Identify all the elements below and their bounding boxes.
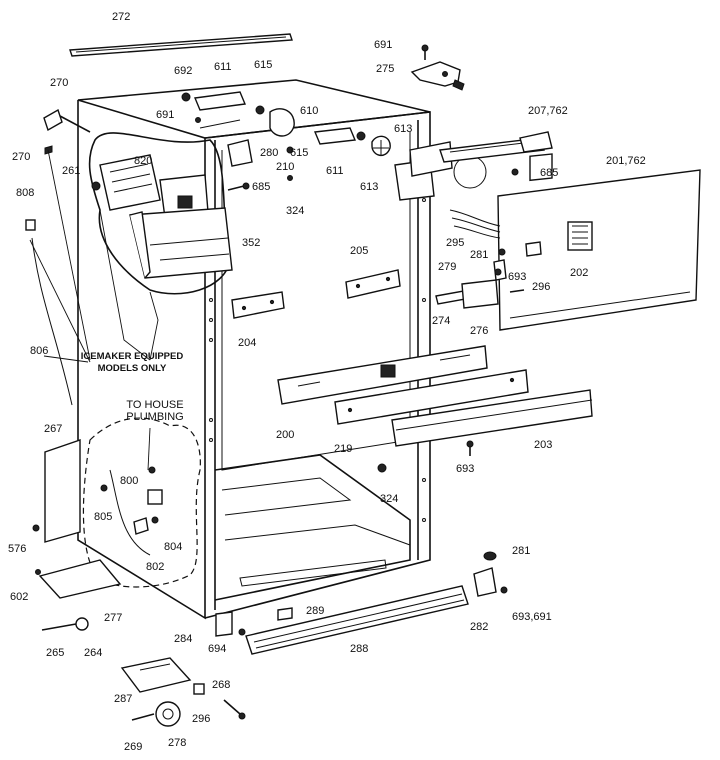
part-label: 693 bbox=[456, 463, 474, 475]
part-label: 802 bbox=[146, 561, 164, 573]
part-label: 804 bbox=[164, 541, 182, 553]
part-label: 280 bbox=[260, 147, 278, 159]
part-label: 277 bbox=[104, 612, 122, 624]
part-label: 219 bbox=[334, 443, 352, 455]
part-label: 613 bbox=[394, 123, 412, 135]
part-label: 610 bbox=[300, 105, 318, 117]
part-label: 281 bbox=[470, 249, 488, 261]
bracket-204 bbox=[231, 291, 285, 319]
part-label: 202 bbox=[570, 267, 588, 279]
part-label: 267 bbox=[44, 423, 62, 435]
top-strip-272 bbox=[69, 33, 293, 57]
part-label: 281 bbox=[512, 545, 530, 557]
note-leaders bbox=[29, 149, 159, 471]
part-label: 288 bbox=[350, 643, 368, 655]
part-label: 201,762 bbox=[606, 155, 646, 167]
part-label: 203 bbox=[534, 439, 552, 451]
part-label: 278 bbox=[168, 737, 186, 749]
part-label: 200 bbox=[276, 429, 294, 441]
icemaker-note-line1: ICEMAKER EQUIPPED bbox=[81, 351, 184, 362]
part-label: 806 bbox=[30, 345, 48, 357]
part-label: 611 bbox=[326, 165, 344, 177]
part-label: 693 bbox=[508, 271, 526, 283]
plumbing-detail bbox=[82, 417, 201, 588]
part-label: 261 bbox=[62, 165, 80, 177]
part-label: 270 bbox=[12, 151, 30, 163]
part-label: 282 bbox=[470, 621, 488, 633]
part-label: 805 bbox=[94, 511, 112, 523]
part-label: 602 bbox=[10, 591, 28, 603]
left-side-parts bbox=[25, 108, 122, 631]
rail-203 bbox=[391, 389, 593, 447]
icemaker-note-line2: MODELS ONLY bbox=[98, 363, 167, 374]
rail-219 bbox=[334, 369, 529, 425]
part-label: 615 bbox=[290, 147, 308, 159]
part-label: 685 bbox=[252, 181, 270, 193]
part-label: 284 bbox=[174, 633, 192, 645]
plumbing-note: TO HOUSE PLUMBING bbox=[126, 399, 183, 423]
part-label: 691 bbox=[374, 39, 392, 51]
part-label: 289 bbox=[306, 605, 324, 617]
part-label: 268 bbox=[212, 679, 230, 691]
part-label: 296 bbox=[532, 281, 550, 293]
part-label: 210 bbox=[276, 161, 294, 173]
part-label: 693,691 bbox=[512, 611, 552, 623]
part-label: 576 bbox=[8, 543, 26, 555]
part-label: 275 bbox=[376, 63, 394, 75]
bottom-parts bbox=[120, 551, 508, 727]
icemaker-area bbox=[88, 91, 366, 295]
part-label: 274 bbox=[432, 315, 450, 327]
part-label: 204 bbox=[238, 337, 256, 349]
part-label: 808 bbox=[16, 187, 34, 199]
part-label: 270 bbox=[50, 77, 68, 89]
part-label: 269 bbox=[124, 741, 142, 753]
part-label: 820 bbox=[134, 155, 152, 167]
part-label: 279 bbox=[438, 261, 456, 273]
rail-200 bbox=[277, 345, 488, 405]
bracket-205 bbox=[345, 269, 401, 299]
part-label: 691 bbox=[156, 109, 174, 121]
plumbing-note-line2: PLUMBING bbox=[126, 411, 183, 423]
part-label: 295 bbox=[446, 237, 464, 249]
part-label: 324 bbox=[380, 493, 398, 505]
plumbing-note-line1: TO HOUSE bbox=[126, 399, 183, 411]
part-label: 800 bbox=[120, 475, 138, 487]
part-label: 694 bbox=[208, 643, 226, 655]
part-label: 205 bbox=[350, 245, 368, 257]
part-label: 264 bbox=[84, 647, 102, 659]
part-label: 692 bbox=[174, 65, 192, 77]
part-label: 352 bbox=[242, 237, 260, 249]
part-label: 272 bbox=[112, 11, 130, 23]
part-label: 685 bbox=[540, 167, 558, 179]
part-label: 265 bbox=[46, 647, 64, 659]
hinge-274-276 bbox=[435, 268, 525, 309]
part-label: 324 bbox=[286, 205, 304, 217]
part-label: 611 bbox=[214, 61, 232, 73]
part-label: 296 bbox=[192, 713, 210, 725]
icemaker-note: ICEMAKER EQUIPPED MODELS ONLY bbox=[81, 351, 184, 374]
screws-mid bbox=[377, 440, 474, 473]
control-panel-201 bbox=[449, 153, 701, 331]
part-label: 207,762 bbox=[528, 105, 568, 117]
part-label: 276 bbox=[470, 325, 488, 337]
hinge-parts-top bbox=[410, 44, 465, 91]
part-label: 615 bbox=[254, 59, 272, 71]
part-number-labels: 272 691 275 692 611 615 270 691 610 207,… bbox=[8, 11, 646, 753]
part-label: 287 bbox=[114, 693, 132, 705]
fan-motor-assembly bbox=[371, 131, 553, 201]
part-label: 613 bbox=[360, 181, 378, 193]
